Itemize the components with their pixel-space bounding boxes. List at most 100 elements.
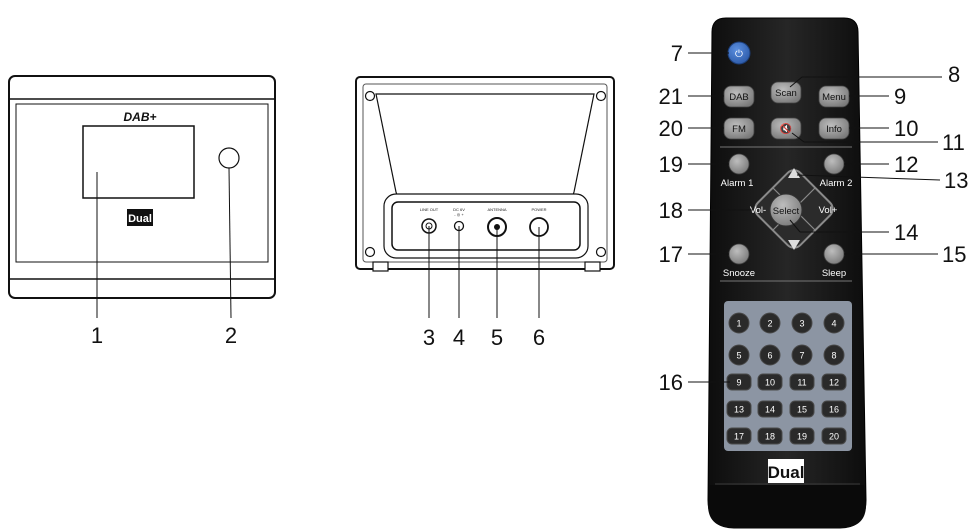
callout-10: 10 (894, 116, 918, 141)
keypad-key-label: 8 (831, 351, 836, 361)
callout-20: 20 (659, 116, 683, 141)
leader-8a (789, 76, 803, 88)
foot-left (372, 261, 389, 272)
keypad-key-label: 16 (829, 405, 839, 415)
keypad-key-label: 6 (767, 351, 772, 361)
remote-callouts: 7 8 21 9 20 10 11 19 12 13 18 14 17 15 1… (659, 41, 969, 395)
back-inner-frame (362, 83, 608, 263)
control-knob[interactable] (218, 147, 240, 169)
menu-button-label: Menu (822, 92, 846, 103)
snooze-label: Snooze (723, 268, 755, 279)
alarm1-label: Alarm 1 (721, 178, 754, 189)
keypad-key-7[interactable] (791, 344, 813, 366)
keypad-key-18[interactable] (757, 427, 783, 445)
leader-11a (791, 132, 805, 143)
foot-right (584, 261, 601, 272)
fm-button-label: FM (732, 124, 746, 135)
callout-18: 18 (659, 198, 683, 223)
keypad-key-label: 4 (831, 319, 836, 329)
sleep-label: Sleep (822, 268, 846, 279)
back-view: LINE OUT DC 6V - ◎ + ANTENNA POWER 3 4 5… (355, 76, 615, 350)
keypad-key-12[interactable] (821, 373, 847, 391)
keypad-key-10[interactable] (757, 373, 783, 391)
keypad-key-15[interactable] (789, 400, 815, 418)
dab-logo: DAB+ (123, 110, 156, 124)
keypad-key-label: 14 (765, 405, 775, 415)
dab-button-label: DAB (729, 92, 749, 103)
select-button-label: Select (773, 206, 800, 217)
keypad-key-label: 11 (797, 378, 806, 388)
jack-panel (391, 201, 581, 251)
mute-icon: 🔇 (780, 122, 792, 135)
alarm1-button[interactable] (728, 153, 750, 175)
jack-label-dc: DC 6V (453, 207, 465, 212)
keypad-key-label: 18 (765, 432, 775, 442)
snooze-button[interactable] (728, 243, 750, 265)
info-button-label: Info (826, 124, 842, 135)
screw-top-right (595, 90, 607, 102)
remote-brand-badge (768, 459, 804, 483)
keypad-key-label: 15 (797, 405, 807, 415)
callout-6: 6 (533, 325, 545, 350)
keypad-key-label: 5 (736, 351, 741, 361)
keypad-key-17[interactable] (726, 427, 752, 445)
callout-15: 15 (942, 242, 966, 267)
callout-14: 14 (894, 220, 918, 245)
keypad-key-label: 20 (829, 432, 839, 442)
sleep-button[interactable] (823, 243, 845, 265)
keypad-key-label: 19 (797, 432, 807, 442)
keypad-key-11[interactable] (789, 373, 815, 391)
jack-label-power: POWER (531, 207, 546, 212)
keypad-key-label: 13 (734, 405, 744, 415)
leader-13 (796, 174, 941, 181)
keypad-key-label: 3 (799, 319, 804, 329)
keypad-key-16[interactable] (821, 400, 847, 418)
keypad-key-2[interactable] (759, 312, 781, 334)
callout-17: 17 (659, 242, 683, 267)
callout-5: 5 (491, 325, 503, 350)
keypad-key-6[interactable] (759, 344, 781, 366)
callout-9: 9 (894, 84, 906, 109)
callout-16: 16 (659, 370, 683, 395)
keypad-key-1[interactable] (728, 312, 750, 334)
callout-4: 4 (453, 325, 465, 350)
keypad-key-label: 1 (736, 319, 741, 329)
callout-1: 1 (91, 323, 103, 348)
keypad-key-13[interactable] (726, 400, 752, 418)
keypad-key-4[interactable] (823, 312, 845, 334)
keypad-key-3[interactable] (791, 312, 813, 334)
scan-button-label: Scan (775, 88, 797, 99)
select-button[interactable] (769, 193, 803, 227)
keypad-key-19[interactable] (789, 427, 815, 445)
front-view: DAB+ Dual 1 2 (8, 75, 276, 348)
keypad-key-label: 2 (767, 319, 772, 329)
front-brand-badge (127, 209, 153, 226)
keypad-key-label: 7 (799, 351, 804, 361)
power-icon: ⏻ (735, 49, 743, 60)
alarm2-button[interactable] (823, 153, 845, 175)
scan-button[interactable] (770, 81, 802, 104)
callout-3: 3 (423, 325, 435, 350)
remote-control: ⏻ DAB Scan Menu FM 🔇 Info Vol- Vol+ Sele… (707, 17, 867, 529)
callout-12: 12 (894, 152, 918, 177)
keypad-key-14[interactable] (757, 400, 783, 418)
screw-bottom-right (595, 246, 607, 258)
keypad-key-label: 12 (829, 378, 839, 388)
callout-7: 7 (671, 41, 683, 66)
keypad-key-8[interactable] (823, 344, 845, 366)
keypad-key-5[interactable] (728, 344, 750, 366)
dc-polarity: - ◎ + (454, 212, 464, 217)
vol-plus-label[interactable]: Vol+ (819, 205, 838, 216)
keypad-key-label: 10 (765, 378, 775, 388)
display-screen (82, 125, 195, 199)
callout-13: 13 (944, 168, 968, 193)
keypad-key-label: 9 (736, 378, 741, 388)
jack-label-line-out: LINE OUT (420, 207, 439, 212)
down-arrow-icon[interactable] (788, 240, 800, 250)
callout-11: 11 (942, 130, 965, 155)
vol-minus-label[interactable]: Vol- (750, 205, 766, 216)
keypad-key-20[interactable] (821, 427, 847, 445)
leader-14a (789, 219, 801, 233)
